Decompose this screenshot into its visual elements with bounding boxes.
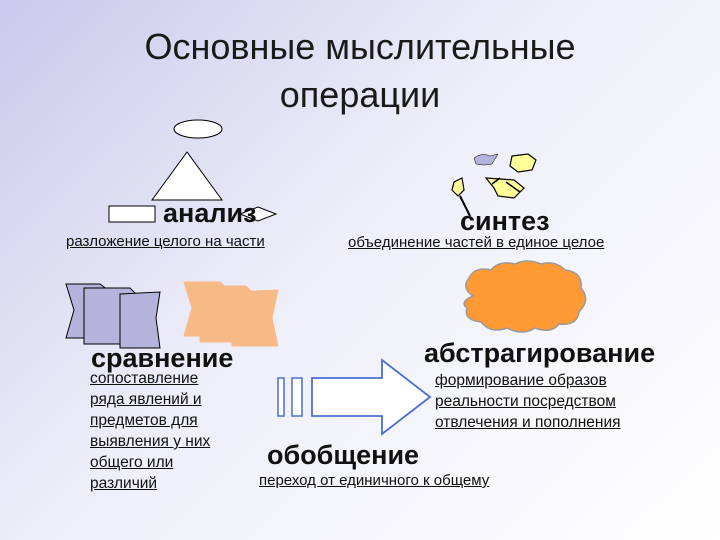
generalization-heading: обобщение — [267, 440, 420, 470]
abstraction-description-line: отвлечения и пополнения — [435, 414, 621, 431]
abstraction-description-line: формирование образов — [435, 372, 607, 389]
arrow-shape — [311, 358, 432, 436]
black-stroke-piece — [491, 177, 521, 193]
cloud-shape — [463, 260, 587, 333]
comparison-description-line: предметов для — [90, 412, 198, 429]
slide-title-line2: операции — [279, 74, 441, 115]
yellow-piece-mid — [484, 177, 525, 199]
yellow-piece-top — [509, 153, 537, 173]
comparison-description: сопоставление ряда явлений и предметов д… — [90, 368, 210, 494]
comparison-description-line: общего или — [90, 454, 174, 471]
analysis-heading: анализ — [163, 198, 257, 228]
stroke-piece — [459, 195, 471, 217]
analysis-description: разложение целого на части — [66, 233, 265, 250]
comparison-description-line: ряда явлений и — [90, 391, 202, 408]
blue-piece — [473, 153, 499, 166]
synthesis-pieces-illustration — [451, 153, 537, 217]
card-front — [119, 291, 161, 349]
rectangle-shape — [108, 205, 156, 223]
abstraction-heading: абстрагирование — [424, 338, 656, 368]
generalization-description: переход от единичного к общему — [259, 472, 490, 489]
abstraction-description-line: реальности посредством — [435, 393, 616, 410]
abstraction-description: формирование образов реальности посредст… — [435, 370, 621, 433]
comparison-description-line: сопоставление — [90, 370, 199, 387]
comparison-heading: сравнение — [91, 343, 234, 373]
comparison-description-line: различий — [90, 475, 158, 492]
triangle-shape — [151, 151, 223, 201]
arrow-stripe-1 — [277, 377, 285, 417]
comparison-cards-illustration — [65, 281, 279, 349]
abstraction-cloud-illustration — [463, 260, 587, 333]
diamond-shape — [238, 206, 278, 222]
generalization-arrow-illustration — [277, 358, 432, 436]
synthesis-heading: синтез — [460, 206, 550, 236]
analysis-shapes-illustration — [108, 119, 278, 223]
small-piece — [451, 177, 465, 197]
slide-title-line1: Основные мыслительные — [144, 26, 576, 67]
arrow-stripe-2 — [291, 377, 303, 417]
peach-card-front — [231, 289, 279, 347]
comparison-description-line: выявления у них — [90, 433, 211, 450]
synthesis-description: объединение частей в единое целое — [348, 234, 605, 251]
ellipse-shape — [173, 119, 223, 139]
